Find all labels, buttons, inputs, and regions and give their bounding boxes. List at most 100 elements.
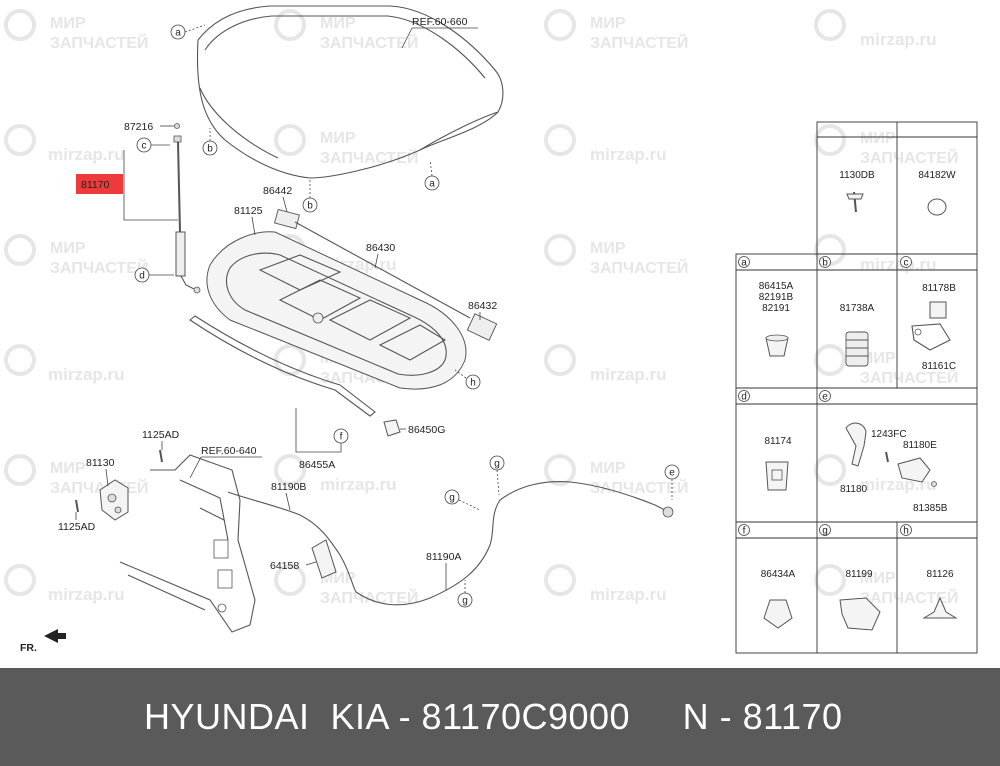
clip-86450G bbox=[383, 419, 401, 437]
hood-weatherstrip bbox=[189, 315, 376, 417]
svg-text:ЗАПЧАСТЕЙ: ЗАПЧАСТЕЙ bbox=[320, 588, 418, 607]
svg-text:ЗАПЧАСТЕЙ: ЗАПЧАСТЕЙ bbox=[50, 33, 148, 52]
watermark-12: mirzap.ru bbox=[814, 234, 937, 274]
svg-text:g: g bbox=[449, 493, 455, 504]
svg-text:f: f bbox=[743, 526, 746, 537]
ref-hood-label: REF.60-660 bbox=[412, 16, 468, 28]
svg-text:81385B: 81385B bbox=[913, 503, 948, 514]
part-number-banner: HYUNDAI KIA - 81170C9000 N - 81170 bbox=[0, 668, 1000, 766]
label-81130: 81130 bbox=[86, 457, 115, 469]
callout-c-strut: c bbox=[136, 137, 170, 153]
svg-text:МИР: МИР bbox=[860, 350, 896, 367]
svg-text:82191B: 82191B bbox=[759, 292, 794, 303]
label-86432: 86432 bbox=[468, 300, 497, 312]
svg-text:g: g bbox=[462, 596, 468, 607]
legend-cell-a: a 86415A 82191B 82191 bbox=[738, 256, 794, 357]
svg-text:mirzap.ru: mirzap.ru bbox=[590, 365, 667, 384]
svg-text:e: e bbox=[669, 468, 675, 479]
front-arrow-icon bbox=[44, 629, 66, 643]
legend-cell-b: b 81738A bbox=[819, 256, 875, 367]
cable-bracket-64158 bbox=[311, 539, 337, 579]
svg-text:ЗАПЧАСТЕЙ: ЗАПЧАСТЕЙ bbox=[50, 478, 148, 497]
svg-text:86434A: 86434A bbox=[761, 569, 796, 580]
watermark-23: mirzap.ru bbox=[544, 564, 667, 604]
svg-text:mirzap.ru: mirzap.ru bbox=[48, 585, 125, 604]
svg-text:1130DB: 1130DB bbox=[839, 170, 875, 181]
svg-text:mirzap.ru: mirzap.ru bbox=[320, 475, 397, 494]
label-64158: 64158 bbox=[270, 560, 299, 572]
label-86450G: 86450G bbox=[408, 424, 445, 436]
svg-text:МИР: МИР bbox=[590, 240, 626, 257]
svg-text:mirzap.ru: mirzap.ru bbox=[48, 145, 125, 164]
svg-text:МИР: МИР bbox=[860, 570, 896, 587]
legend-cell-h: h 81126 bbox=[900, 524, 958, 619]
callout-g-bottom: g bbox=[457, 580, 473, 608]
radiator-support-panel bbox=[119, 454, 256, 633]
svg-text:f: f bbox=[340, 432, 343, 443]
svg-text:МИР: МИР bbox=[590, 15, 626, 32]
watermark-4: mirzap.ru bbox=[814, 9, 937, 49]
svg-text:МИР: МИР bbox=[320, 15, 356, 32]
svg-text:mirzap.ru: mirzap.ru bbox=[860, 30, 937, 49]
svg-text:b: b bbox=[307, 201, 313, 212]
hood-panel bbox=[196, 5, 504, 179]
label-87216: 87216 bbox=[124, 121, 153, 133]
svg-text:ЗАПЧАСТЕЙ: ЗАПЧАСТЕЙ bbox=[590, 33, 688, 52]
watermark-15: mirzap.ru bbox=[544, 344, 667, 384]
svg-text:b: b bbox=[207, 144, 213, 155]
callout-f-weatherstrip: f bbox=[333, 428, 349, 444]
svg-text:ЗАПЧАСТЕЙ: ЗАПЧАСТЕЙ bbox=[860, 368, 958, 387]
svg-text:a: a bbox=[741, 258, 747, 269]
svg-text:h: h bbox=[470, 378, 476, 389]
label-86455A: 86455A bbox=[299, 459, 335, 471]
legend-cell-d: d 81174 bbox=[738, 390, 792, 491]
callout-d-strut: d bbox=[134, 267, 174, 283]
svg-text:c: c bbox=[142, 141, 147, 152]
callout-b-hood: b bbox=[202, 128, 218, 156]
svg-text:ЗАПЧАСТЕЙ: ЗАПЧАСТЕЙ bbox=[860, 588, 958, 607]
svg-text:81180E: 81180E bbox=[903, 440, 937, 451]
legend-cell-84182W: 84182W bbox=[918, 170, 956, 216]
hood-rod-86430 bbox=[274, 208, 498, 341]
svg-text:g: g bbox=[822, 526, 828, 537]
label-86430: 86430 bbox=[366, 242, 395, 254]
svg-text:ЗАПЧАСТЕЙ: ЗАПЧАСТЕЙ bbox=[320, 148, 418, 167]
svg-text:МИР: МИР bbox=[590, 460, 626, 477]
svg-text:d: d bbox=[741, 392, 747, 403]
svg-text:mirzap.ru: mirzap.ru bbox=[590, 145, 667, 164]
callout-e-cable: e bbox=[664, 464, 680, 500]
label-81170: 81170 bbox=[81, 179, 110, 191]
label-81125: 81125 bbox=[234, 205, 263, 217]
watermark-7: mirzap.ru bbox=[544, 124, 667, 164]
svg-text:a: a bbox=[429, 179, 435, 190]
svg-text:МИР: МИР bbox=[860, 130, 896, 147]
callout-g-left: g bbox=[444, 489, 481, 511]
svg-text:d: d bbox=[139, 271, 145, 282]
svg-text:ЗАПЧАСТЕЙ: ЗАПЧАСТЕЙ bbox=[320, 33, 418, 52]
watermark-13: mirzap.ru bbox=[4, 344, 125, 384]
release-cable-81190B bbox=[227, 491, 357, 593]
hood-lift-strut bbox=[173, 123, 201, 294]
svg-text:84182W: 84182W bbox=[918, 170, 956, 181]
svg-text:g: g bbox=[494, 459, 500, 470]
svg-text:b: b bbox=[822, 258, 828, 269]
svg-text:МИР: МИР bbox=[320, 130, 356, 147]
svg-text:c: c bbox=[904, 258, 909, 269]
watermark-21: mirzap.ru bbox=[4, 564, 125, 604]
svg-text:МИР: МИР bbox=[50, 15, 86, 32]
svg-text:ЗАПЧАСТЕЙ: ЗАПЧАСТЕЙ bbox=[860, 148, 958, 167]
svg-text:e: e bbox=[822, 392, 828, 403]
svg-text:1243FC: 1243FC bbox=[871, 429, 907, 440]
